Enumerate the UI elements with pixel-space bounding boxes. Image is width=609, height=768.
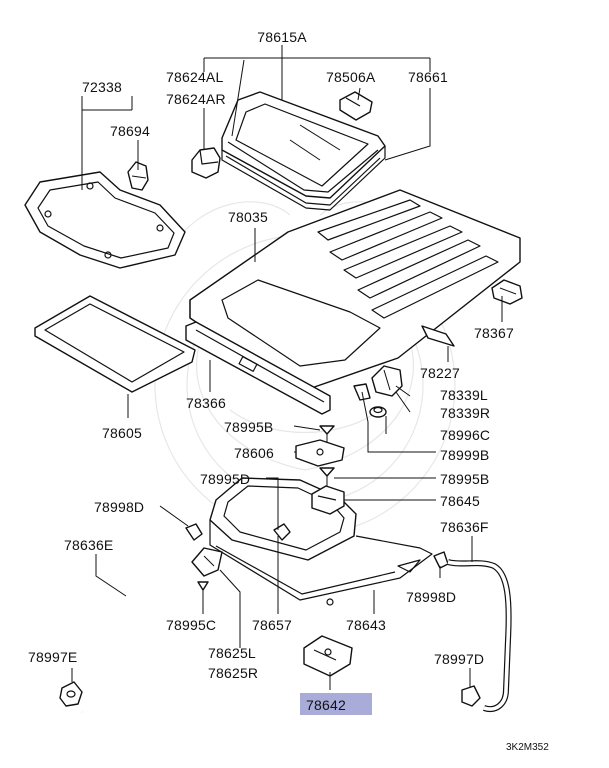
- label-78995B-upper[interactable]: 78995B: [224, 419, 273, 435]
- bracket-78339: [371, 365, 403, 397]
- label-78995C[interactable]: 78995C: [166, 617, 216, 633]
- label-78998D-left[interactable]: 78998D: [94, 499, 144, 515]
- label-78624AL[interactable]: 78624AL: [166, 69, 223, 85]
- label-78506A[interactable]: 78506A: [326, 69, 376, 85]
- label-78367[interactable]: 78367: [474, 325, 514, 341]
- label-78625L[interactable]: 78625L: [208, 645, 256, 661]
- label-78645[interactable]: 78645: [440, 493, 480, 509]
- label-78643[interactable]: 78643: [346, 617, 386, 633]
- label-78605[interactable]: 78605: [102, 425, 142, 441]
- label-78636E[interactable]: 78636E: [64, 537, 113, 553]
- sunshade-78605: [34, 295, 196, 393]
- clip-78998D-left: [185, 523, 203, 541]
- label-78694[interactable]: 78694: [110, 123, 150, 139]
- screw-78995C: [197, 581, 209, 604]
- label-78995B-lower[interactable]: 78995B: [440, 471, 489, 487]
- label-78657[interactable]: 78657: [252, 617, 292, 633]
- glass-panel-78615A: [221, 91, 386, 199]
- highlight-78642: [300, 693, 372, 715]
- label-78997D[interactable]: 78997D: [434, 651, 484, 667]
- label-78624AR[interactable]: 78624AR: [166, 91, 226, 107]
- label-78615A[interactable]: 78615A: [257, 29, 307, 45]
- sunshade-frame-72338: [24, 171, 186, 269]
- label-78339L[interactable]: 78339L: [440, 387, 488, 403]
- side-rail-78227: [421, 325, 455, 347]
- label-78339R[interactable]: 78339R: [440, 405, 490, 421]
- drain-hose-78636F: [447, 559, 512, 712]
- label-78996C[interactable]: 78996C: [440, 427, 490, 443]
- bolt-78999B: [353, 383, 371, 423]
- clip-78694: [127, 161, 149, 191]
- latch-78506A: [339, 91, 373, 121]
- label-78636F[interactable]: 78636F: [440, 519, 489, 535]
- label-78998D-right[interactable]: 78998D: [406, 589, 456, 605]
- label-78606[interactable]: 78606: [234, 445, 274, 461]
- label-78997E[interactable]: 78997E: [28, 649, 77, 665]
- front-rail-78366: [185, 321, 331, 415]
- grommet-78997E: [59, 681, 83, 707]
- label-78035[interactable]: 78035: [228, 209, 268, 225]
- screw-78995B-lower: [319, 467, 335, 486]
- label-72338[interactable]: 72338: [82, 79, 122, 95]
- grommet-78996C: [369, 406, 387, 418]
- label-78999B[interactable]: 78999B: [440, 447, 489, 463]
- label-78227[interactable]: 78227: [420, 365, 460, 381]
- leader-lines: [71, 45, 503, 690]
- bracket-78625: [191, 547, 223, 577]
- clip-78998D-right: [433, 551, 449, 569]
- label-78995D[interactable]: 78995D: [200, 471, 250, 487]
- grommet-78997D: [461, 685, 481, 707]
- plate-78606: [295, 439, 345, 467]
- bracket-78367: [491, 279, 523, 305]
- label-78366[interactable]: 78366: [186, 395, 226, 411]
- part-labels: 78615A 78624AL 78624AR 78506A 78661 7233…: [28, 29, 549, 753]
- weatherstrip-78661: [221, 146, 386, 211]
- diagram-code: 3K2M352: [506, 742, 549, 753]
- label-78642[interactable]: 78642: [306, 697, 346, 713]
- label-78625R[interactable]: 78625R: [208, 665, 258, 681]
- motor-78645: [311, 485, 345, 515]
- hinge-78624A: [191, 147, 221, 179]
- motor-bracket-78642: [303, 635, 353, 677]
- label-78661[interactable]: 78661: [408, 69, 448, 85]
- drain-hose-78636E: [80, 532, 187, 719]
